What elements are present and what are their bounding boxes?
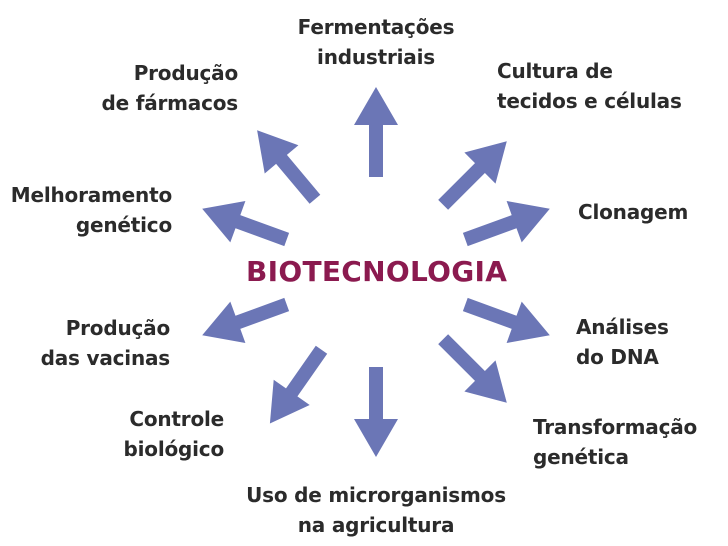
node-producao-das-vacinas: Produção das vacinas [20, 313, 171, 373]
node-line: das vacinas [40, 346, 171, 370]
node-line: do DNA [576, 345, 659, 369]
node-cultura-de-tecidos: Cultura de tecidos e células [497, 56, 682, 116]
arrow-icon [462, 297, 550, 343]
node-melhoramento-genetico: Melhoramento genético [6, 180, 172, 240]
node-line: Clonagem [578, 200, 689, 224]
node-line: genética [533, 445, 629, 469]
node-line: tecidos e células [497, 89, 682, 113]
node-producao-de-farmacos: Produção de fármacos [94, 58, 238, 118]
node-controle-biologico: Controle biológico [100, 404, 225, 464]
arrow-icon [354, 87, 398, 177]
node-line: Melhoramento [10, 183, 172, 207]
node-analises-do-dna: Análises do DNA [576, 312, 669, 372]
node-line: Produção [133, 61, 239, 85]
node-fermentacoes-industriais: Fermentações industriais [296, 12, 456, 72]
center-title: BIOTECNOLOGIA [246, 255, 508, 288]
node-line: Produção [65, 316, 171, 340]
node-line: Análises [576, 315, 669, 339]
arrow-icon [269, 345, 328, 424]
arrow-icon [438, 141, 507, 210]
node-uso-de-microrganismos: Uso de microrganismos na agricultura [246, 480, 506, 540]
node-line: Cultura de [497, 59, 613, 83]
arrow-icon [462, 201, 550, 247]
node-transformacao-genetica: Transformação genética [533, 412, 697, 472]
arrow-icon [202, 297, 290, 343]
node-clonagem: Clonagem [578, 197, 688, 227]
node-line: Fermentações [297, 15, 455, 39]
node-line: Uso de microrganismos [246, 483, 506, 507]
node-line: de fármacos [101, 91, 238, 115]
node-line: Transformação [533, 415, 698, 439]
arrow-icon [202, 201, 290, 247]
arrow-icon [257, 130, 321, 204]
node-line: genético [75, 213, 172, 237]
node-line: industriais [317, 45, 435, 69]
node-line: na agricultura [297, 513, 455, 537]
arrow-icon [354, 367, 398, 457]
node-line: Controle [129, 407, 224, 431]
node-line: biológico [123, 437, 225, 461]
arrow-icon [438, 334, 507, 403]
